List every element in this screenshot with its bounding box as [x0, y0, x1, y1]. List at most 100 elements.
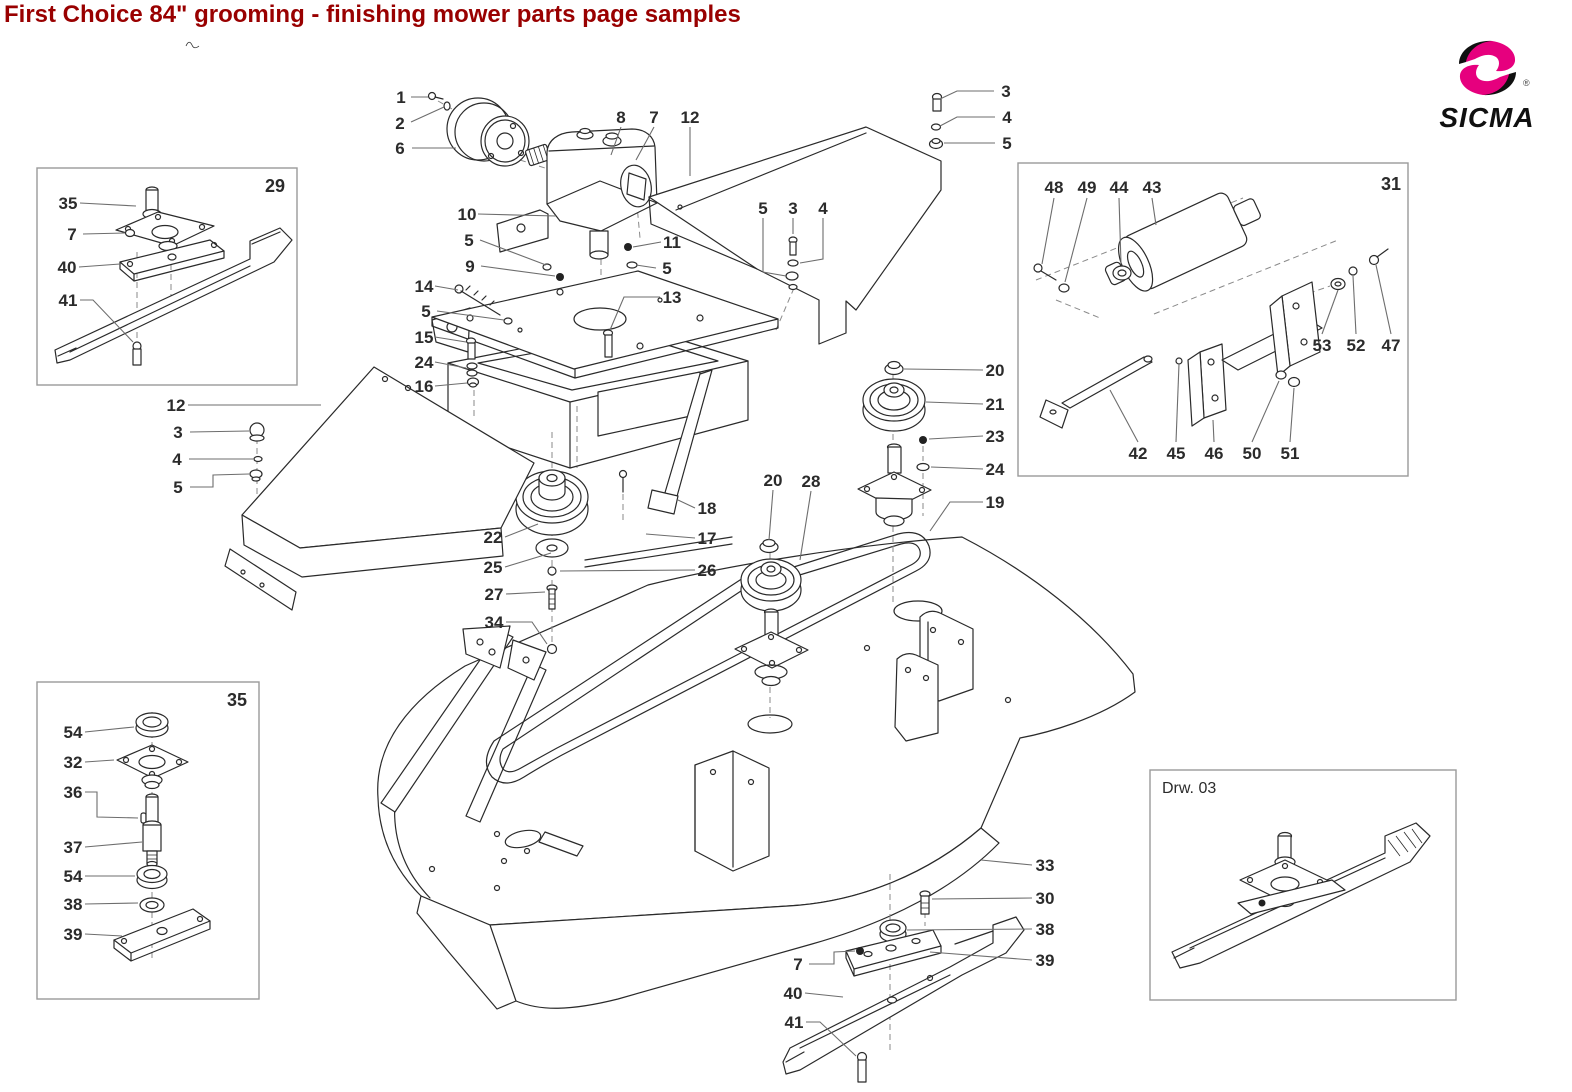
svg-text:26: 26 — [698, 561, 717, 580]
inset-box-label-29: 29 — [265, 176, 285, 196]
callout-17: 17 — [645, 529, 717, 548]
callout-14: 14 — [415, 277, 459, 296]
bolt-41 — [856, 1051, 868, 1083]
bracket-53-side — [1269, 281, 1321, 377]
svg-text:39: 39 — [1036, 951, 1055, 970]
cover-bolt-stack-left — [249, 422, 265, 482]
svg-text:12: 12 — [681, 108, 700, 127]
svg-text:8: 8 — [616, 108, 625, 127]
setscrew-45 — [1175, 357, 1183, 365]
inset-box-label-35: 35 — [227, 690, 247, 710]
callout-39: 39 — [64, 925, 123, 944]
callout-39: 39 — [929, 951, 1055, 970]
mower-deck — [377, 536, 1136, 1010]
svg-text:5: 5 — [1002, 134, 1011, 153]
inset-35-spindle — [113, 712, 211, 962]
sicma-emblem-icon — [1459, 40, 1516, 96]
bolt-48 — [1033, 263, 1057, 281]
callout-41: 41 — [59, 291, 134, 343]
callout-38: 38 — [906, 920, 1055, 939]
svg-text:19: 19 — [986, 493, 1005, 512]
svg-text:17: 17 — [698, 529, 717, 548]
washer-5d — [503, 317, 513, 325]
callout-16: 16 — [415, 377, 468, 396]
callout-52: 52 — [1347, 275, 1365, 355]
clutch-drum — [427, 91, 552, 167]
callout-54: 54 — [64, 723, 135, 742]
svg-text:4: 4 — [1002, 108, 1012, 127]
callout-3: 3 — [939, 82, 1011, 101]
callout-5: 5 — [464, 231, 547, 266]
svg-text:7: 7 — [793, 955, 802, 974]
svg-text:5: 5 — [421, 302, 430, 321]
svg-text:2: 2 — [395, 114, 404, 133]
svg-text:49: 49 — [1078, 178, 1097, 197]
callout-5: 5 — [758, 199, 787, 277]
callout-44: 44 — [1110, 178, 1129, 265]
svg-text:13: 13 — [663, 288, 682, 307]
callout-47: 47 — [1375, 264, 1400, 355]
svg-text:3: 3 — [173, 423, 182, 442]
callout-37: 37 — [64, 838, 143, 857]
callout-43: 43 — [1143, 178, 1162, 226]
inset-29-blade-spindle — [54, 186, 293, 366]
svg-text:3: 3 — [1001, 82, 1010, 101]
callout-27: 27 — [485, 585, 546, 604]
idler-pulley-stack — [515, 469, 628, 655]
callout-45: 45 — [1167, 363, 1186, 463]
page-title: First Choice 84" grooming - finishing mo… — [4, 1, 741, 28]
blade-assembly-bottom — [782, 890, 1025, 1083]
bolt-9 — [556, 273, 564, 281]
callout-36: 36 — [64, 783, 139, 819]
registered-mark: ® — [1523, 78, 1530, 88]
callout-19: 19 — [929, 493, 1005, 532]
svg-text:45: 45 — [1167, 444, 1186, 463]
spindle-center — [734, 538, 809, 687]
bolt-30 — [919, 890, 931, 915]
callout-5: 5 — [173, 473, 250, 497]
callout-28: 28 — [799, 472, 820, 561]
inset-box-drw03 — [1149, 769, 1457, 1001]
bolt-7-bottom — [856, 947, 864, 955]
bolt-15-stack — [465, 337, 480, 388]
svg-text:42: 42 — [1129, 444, 1148, 463]
callout-11: 11 — [632, 233, 681, 252]
callout-25: 25 — [484, 552, 552, 577]
callout-8: 8 — [610, 108, 626, 156]
svg-text:25: 25 — [484, 558, 503, 577]
callout-23: 23 — [928, 427, 1005, 446]
svg-text:7: 7 — [649, 108, 658, 127]
washer-2 — [443, 101, 451, 111]
svg-text:11: 11 — [663, 233, 681, 252]
svg-text:1: 1 — [396, 88, 405, 107]
callout-3: 3 — [173, 423, 250, 442]
callout-42: 42 — [1109, 389, 1148, 463]
callout-34: 34 — [485, 613, 548, 645]
callout-6: 6 — [395, 139, 456, 158]
callout-21: 21 — [925, 395, 1004, 414]
belt-cover-left — [224, 366, 535, 611]
callout-1: 1 — [396, 88, 428, 107]
svg-text:46: 46 — [1205, 444, 1224, 463]
washer-50 — [1275, 370, 1287, 380]
svg-text:15: 15 — [415, 328, 434, 347]
svg-text:5: 5 — [758, 199, 767, 218]
callout-13: 13 — [609, 288, 682, 331]
svg-text:43: 43 — [1143, 178, 1162, 197]
svg-text:38: 38 — [1036, 920, 1055, 939]
callout-4: 4 — [799, 199, 828, 264]
roller-bracket-center — [694, 750, 770, 872]
svg-text:10: 10 — [458, 205, 477, 224]
svg-text:23: 23 — [986, 427, 1005, 446]
callout-50: 50 — [1243, 380, 1280, 463]
gearbox-plate — [431, 270, 779, 379]
nut-51 — [1287, 376, 1301, 388]
callout-22: 22 — [484, 523, 539, 547]
deck-skirt — [471, 827, 1000, 1009]
callout-51: 51 — [1281, 387, 1299, 463]
callout-4: 4 — [172, 450, 253, 469]
callout-5: 5 — [635, 259, 672, 278]
callout-38: 38 — [64, 895, 139, 914]
gearbox — [496, 127, 658, 260]
callout-3: 3 — [788, 199, 798, 234]
